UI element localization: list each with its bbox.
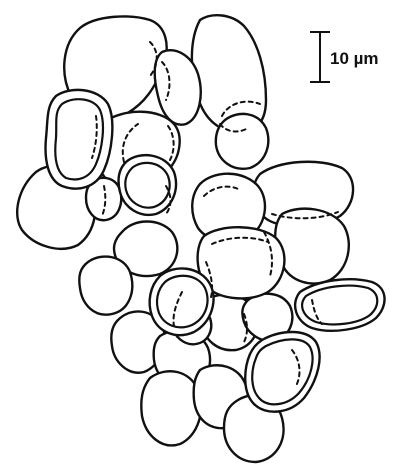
cell-outline <box>192 15 266 132</box>
walled-cell-inner <box>125 163 169 208</box>
scale-bar: 10 µm <box>310 32 379 82</box>
cell-outline <box>141 371 201 445</box>
walled-cell-inner <box>157 276 207 328</box>
cell-outline <box>216 114 268 169</box>
cell-outline <box>275 209 349 284</box>
scale-bar-label: 10 µm <box>330 49 379 68</box>
cell-outline <box>79 257 132 315</box>
